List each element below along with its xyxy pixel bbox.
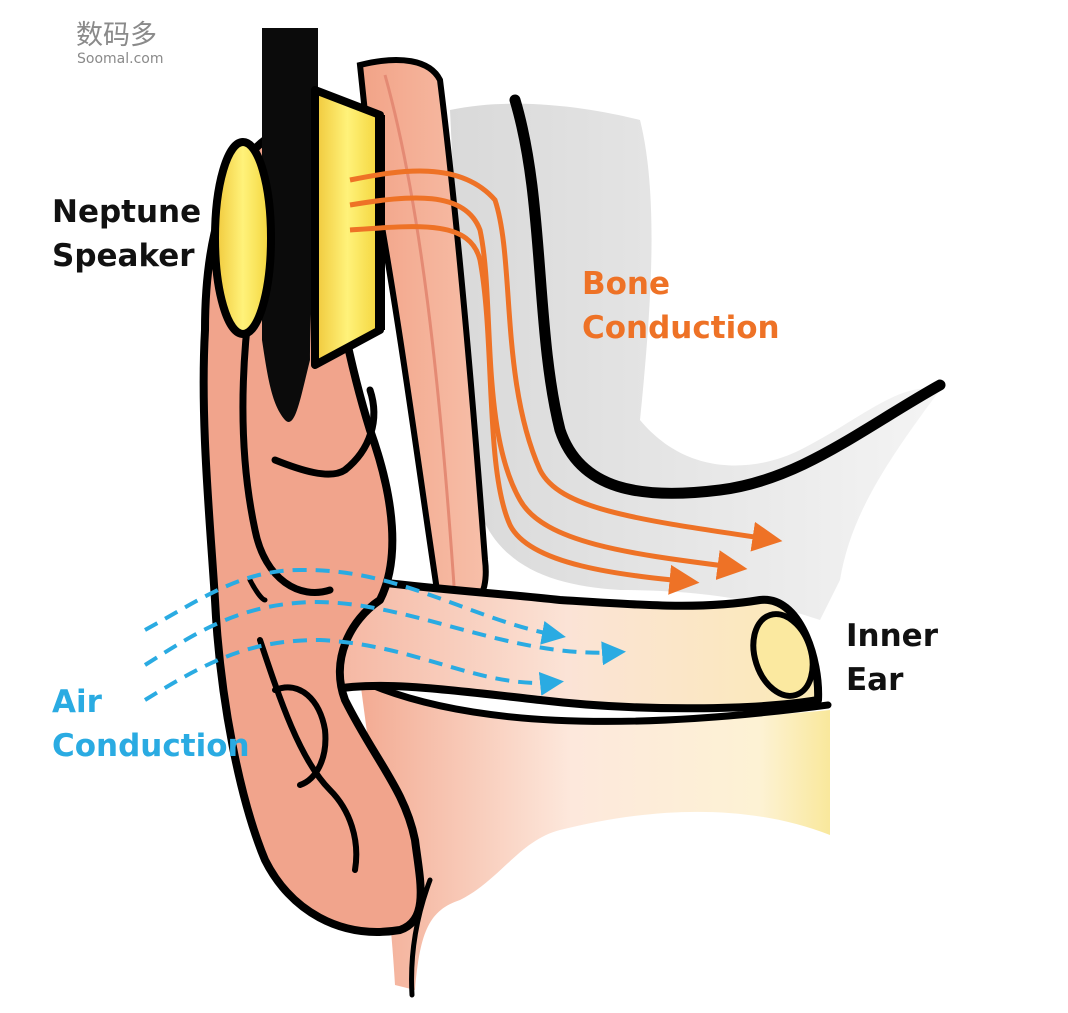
bone-arrow-3 [349,224,700,595]
bone-label-line-2: Conduction [582,310,780,346]
speaker-label: Neptune Speaker [52,190,201,278]
skull-region [450,103,940,621]
jaw-region [360,680,830,990]
jaw-outline [356,676,832,725]
bone-label-line-1: Bone [582,266,671,302]
speaker-label-line-1: Neptune [52,194,202,230]
air-arrow-3 [143,637,564,702]
air-conduction-arrows [143,567,626,702]
ear-fold-antihelix [271,386,378,478]
neck-line [409,877,433,998]
speaker-band [262,28,318,422]
bone-conduction-arrows [349,168,783,595]
air-label-line-2: Conduction [52,728,250,764]
air-conduction-label: Air Conduction [52,680,250,768]
inner-ear-drum [750,611,816,699]
inner-ear-label-line-1: Inner [846,618,938,654]
inner-ear-label: Inner Ear [846,614,938,702]
watermark-name-cn: 数码多 [76,20,157,51]
ear-fold-tragus [272,684,329,788]
ear-fold-lobe [247,577,268,603]
speaker-cushion [211,138,275,338]
watermark-name-en: Soomal.com [77,51,164,67]
speaker-label-line-2: Speaker [52,238,195,274]
soomal-logo-icon [32,30,58,62]
outer-ear [199,130,425,936]
bone-conduction-label: Bone Conduction [582,262,780,350]
head-skin-inner [383,74,457,601]
bone-arrow-1 [349,168,783,552]
skull-outline [509,94,946,499]
ear-fold-helix [239,296,334,596]
inner-ear-label-line-2: Ear [846,662,904,698]
air-label-line-1: Air [52,684,102,720]
